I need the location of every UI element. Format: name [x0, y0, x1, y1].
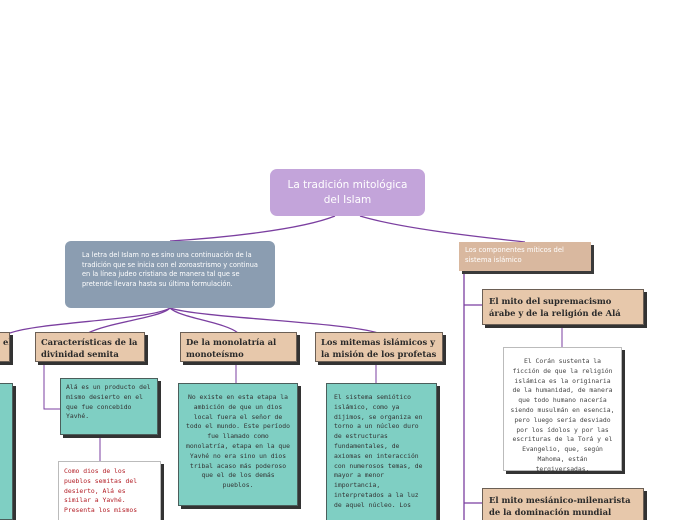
topic-monolatria-label: De la monolatría al monoteísmo — [186, 337, 277, 359]
topic-supremacismo[interactable]: El mito del supremacismo árabe y de la r… — [482, 289, 644, 325]
intro-to-caracteristicas-connector — [87, 307, 171, 334]
root-topic[interactable]: La tradición mitológica del Islam — [270, 169, 425, 216]
components-topic[interactable]: Los componentes míticos del sistema islá… — [459, 242, 591, 271]
intro-to-left-connector — [9, 307, 171, 334]
topic-mesianico[interactable]: El mito mesiánico-milenarista de la domi… — [482, 488, 644, 520]
note-caracteristicas[interactable]: Como dios de los pueblos semitas del des… — [58, 461, 161, 520]
root-topic-label: La tradición mitológica del Islam — [287, 178, 408, 206]
topic-caracteristicas[interactable]: Características de la divinidad semita — [35, 332, 145, 362]
topic-monolatria[interactable]: De la monolatría al monoteísmo — [180, 332, 297, 362]
note-supremacismo[interactable]: El Corán sustenta la ficción de que la r… — [503, 347, 622, 473]
topic-caracteristicas-label: Características de la divinidad semita — [41, 337, 138, 359]
detail-mitemas-text: El sistema semiótico islámico, como ya d… — [334, 393, 423, 509]
root-to-intro-connector — [169, 215, 336, 242]
detail-left-partial[interactable] — [0, 383, 13, 520]
topic-mitemas-label: Los mitemas islámicos y la misión de los… — [321, 337, 437, 359]
detail-caracteristicas-text: Alá es un producto del mismo desierto en… — [66, 383, 151, 421]
note-caracteristicas-text: Como dios de los pueblos semitas del des… — [64, 467, 138, 515]
detail-mitemas[interactable]: El sistema semiótico islámico, como ya d… — [326, 383, 437, 520]
topic-left-partial-label: el — [3, 337, 9, 347]
intro-topic-label: La letra del Islam no es sino una contin… — [82, 251, 258, 288]
detail-caracteristicas[interactable]: Alá es un producto del mismo desierto en… — [60, 378, 158, 435]
topic-supremacismo-label: El mito del supremacismo árabe y de la r… — [489, 296, 621, 318]
intro-topic[interactable]: La letra del Islam no es sino una contin… — [65, 241, 275, 308]
topic-mitemas[interactable]: Los mitemas islámicos y la misión de los… — [315, 332, 443, 362]
intro-to-monolatria-connector — [169, 307, 239, 334]
components-topic-label: Los componentes míticos del sistema islá… — [465, 246, 564, 264]
detail-monolatria-text: No existe en esta etapa la ambición de q… — [186, 393, 290, 490]
note-supremacismo-text: El Corán sustenta la ficción de que la r… — [510, 357, 615, 473]
topic-mesianico-label: El mito mesiánico-milenarista de la domi… — [489, 495, 631, 517]
caracteristicas-to-detail-connector — [43, 362, 60, 410]
detail-monolatria[interactable]: No existe en esta etapa la ambición de q… — [178, 383, 298, 506]
intro-to-mitemas-connector — [169, 307, 379, 334]
root-to-components-connector — [359, 215, 526, 243]
topic-left-partial[interactable]: el — [0, 332, 10, 362]
